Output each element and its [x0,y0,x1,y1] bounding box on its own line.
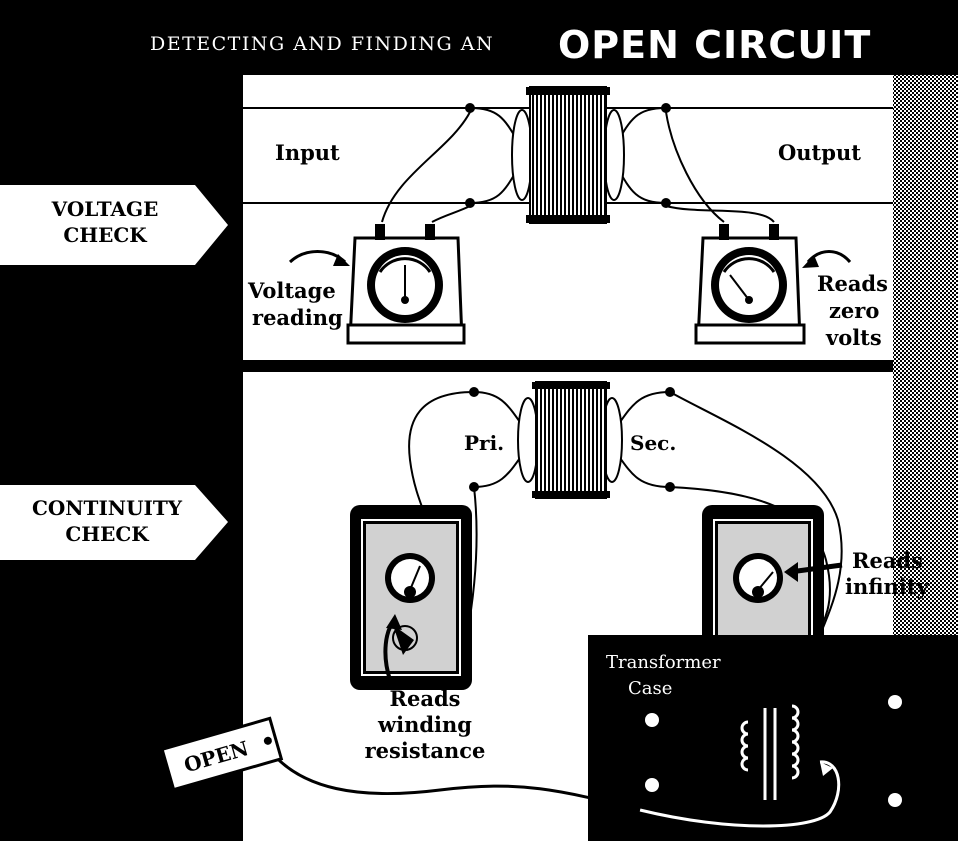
voltmeter-right-icon [696,224,804,343]
primary-label: Pri. [464,431,504,455]
case-title-line1: Transformer [606,652,721,673]
continuity-tag-line2: CHECK [65,522,149,546]
voltmeter-left-icon [348,224,464,343]
zero-volts-line3: volts [825,325,882,350]
continuity-tag-line1: CONTINUITY [32,496,183,520]
reads-infinity-line2: infinity [845,574,929,599]
winding-resistance-line2: winding [377,712,472,737]
zero-volts-line2: zero [829,298,879,323]
secondary-label: Sec. [630,431,676,455]
input-label: Input [275,140,340,165]
header-title: OPEN CIRCUIT [558,23,871,67]
zero-volts-line1: Reads [817,271,888,296]
reads-infinity-line1: Reads [852,548,923,573]
case-title-line2: Case [628,678,672,699]
winding-resistance-line1: Reads [390,686,461,711]
winding-resistance-line3: resistance [365,738,486,763]
continuity-check-tag: CONTINUITY CHECK [0,485,228,560]
voltage-tag-line2: CHECK [63,223,147,247]
voltage-reading-line1: Voltage [247,278,336,303]
header-lead: DETECTING AND FINDING AN [150,33,494,55]
voltage-check-tag: VOLTAGE CHECK [0,185,228,265]
voltage-reading-line2: reading [252,305,343,330]
voltage-tag-line1: VOLTAGE [51,197,159,221]
output-label: Output [778,140,861,165]
ohmmeter-left-icon [350,505,472,690]
ohmmeter-right-icon [702,505,824,645]
